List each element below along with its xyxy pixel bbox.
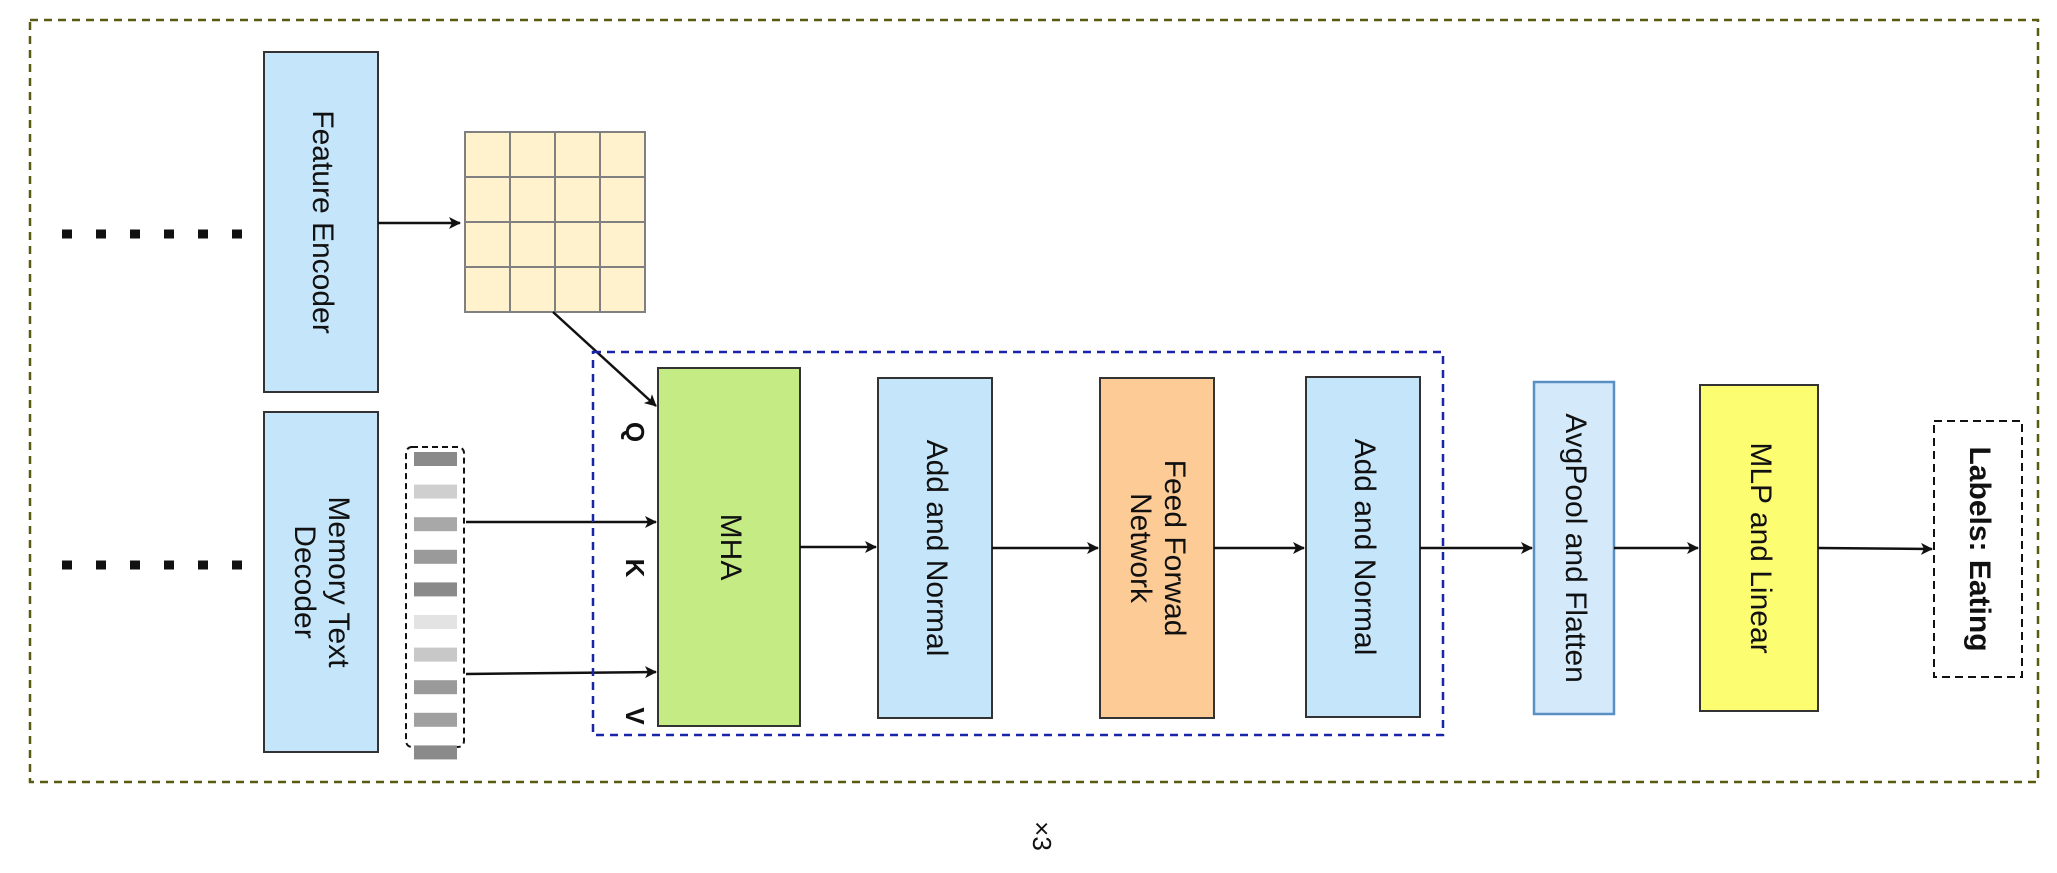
- grid-cell: [554, 221, 601, 268]
- feed-forward-block: Feed Forwad Network: [1099, 377, 1215, 719]
- memory-decoder-label-line1: Memory Text: [322, 496, 355, 668]
- grid-cell: [509, 266, 556, 313]
- outer-frame: [28, 18, 2040, 784]
- mha-block: MHA: [657, 367, 801, 727]
- grid-cell: [554, 266, 601, 313]
- grid-cell: [464, 221, 511, 268]
- grid-cell: [509, 176, 556, 223]
- output-label-box: Labels: Eating: [1933, 420, 2023, 678]
- grid-cell: [509, 131, 556, 178]
- token-bar: [414, 712, 457, 727]
- grid-cell: [464, 176, 511, 223]
- token-bar: [414, 582, 457, 597]
- mlp-label: MLP and Linear: [1744, 442, 1777, 653]
- repeat-label: ×3: [1027, 821, 1057, 851]
- grid-cell: [509, 221, 556, 268]
- output-label: Labels: Eating: [1963, 446, 1996, 651]
- grid-cell: [599, 176, 646, 223]
- token-bar: [414, 615, 457, 629]
- k-label: K: [620, 559, 650, 578]
- token-bar: [414, 484, 457, 499]
- token-bar: [414, 680, 457, 695]
- feed-forward-label-line2: Network: [1124, 493, 1157, 604]
- add-normal-block-2: Add and Normal: [1305, 376, 1421, 718]
- feature-grid: [464, 131, 646, 313]
- mlp-to-output-arrow: [1817, 542, 1933, 555]
- grid-cell: [599, 266, 646, 313]
- add-normal-1-label: Add and Normal: [920, 440, 953, 657]
- q-label: Q: [620, 422, 650, 442]
- grid-cell: [464, 266, 511, 313]
- feed-forward-label-line1: Feed Forwad: [1158, 460, 1191, 637]
- tokens-to-v-arrow: [465, 666, 657, 679]
- token-bar: [414, 549, 457, 564]
- grid-cell: [554, 131, 601, 178]
- token-bar: [414, 452, 457, 466]
- memory-text-decoder-block: Memory Text Decoder: [263, 411, 379, 753]
- token-bar: [414, 647, 457, 662]
- token-bar: [414, 517, 457, 532]
- grid-cell: [464, 131, 511, 178]
- feature-encoder-block: Feature Encoder: [263, 51, 379, 393]
- token-strip: [405, 446, 465, 760]
- token-bar: [414, 745, 457, 760]
- memory-decoder-label-line2: Decoder: [288, 525, 321, 638]
- transformer-block-frame: [591, 350, 1445, 737]
- grid-cell: [599, 131, 646, 178]
- add-normal-2-label: Add and Normal: [1348, 439, 1381, 656]
- mlp-linear-block: MLP and Linear: [1699, 384, 1819, 712]
- grid-cell: [599, 221, 646, 268]
- add-normal-block-1: Add and Normal: [877, 377, 993, 719]
- avgpool-label: AvgPool and Flatten: [1559, 413, 1592, 683]
- v-label: V: [620, 707, 650, 725]
- avgpool-flatten-block: AvgPool and Flatten: [1532, 380, 1616, 716]
- grid-to-mha-arrow: [552, 311, 657, 407]
- grid-cell: [554, 176, 601, 223]
- feature-encoder-label: Feature Encoder: [306, 110, 339, 333]
- mha-label: MHA: [714, 514, 747, 581]
